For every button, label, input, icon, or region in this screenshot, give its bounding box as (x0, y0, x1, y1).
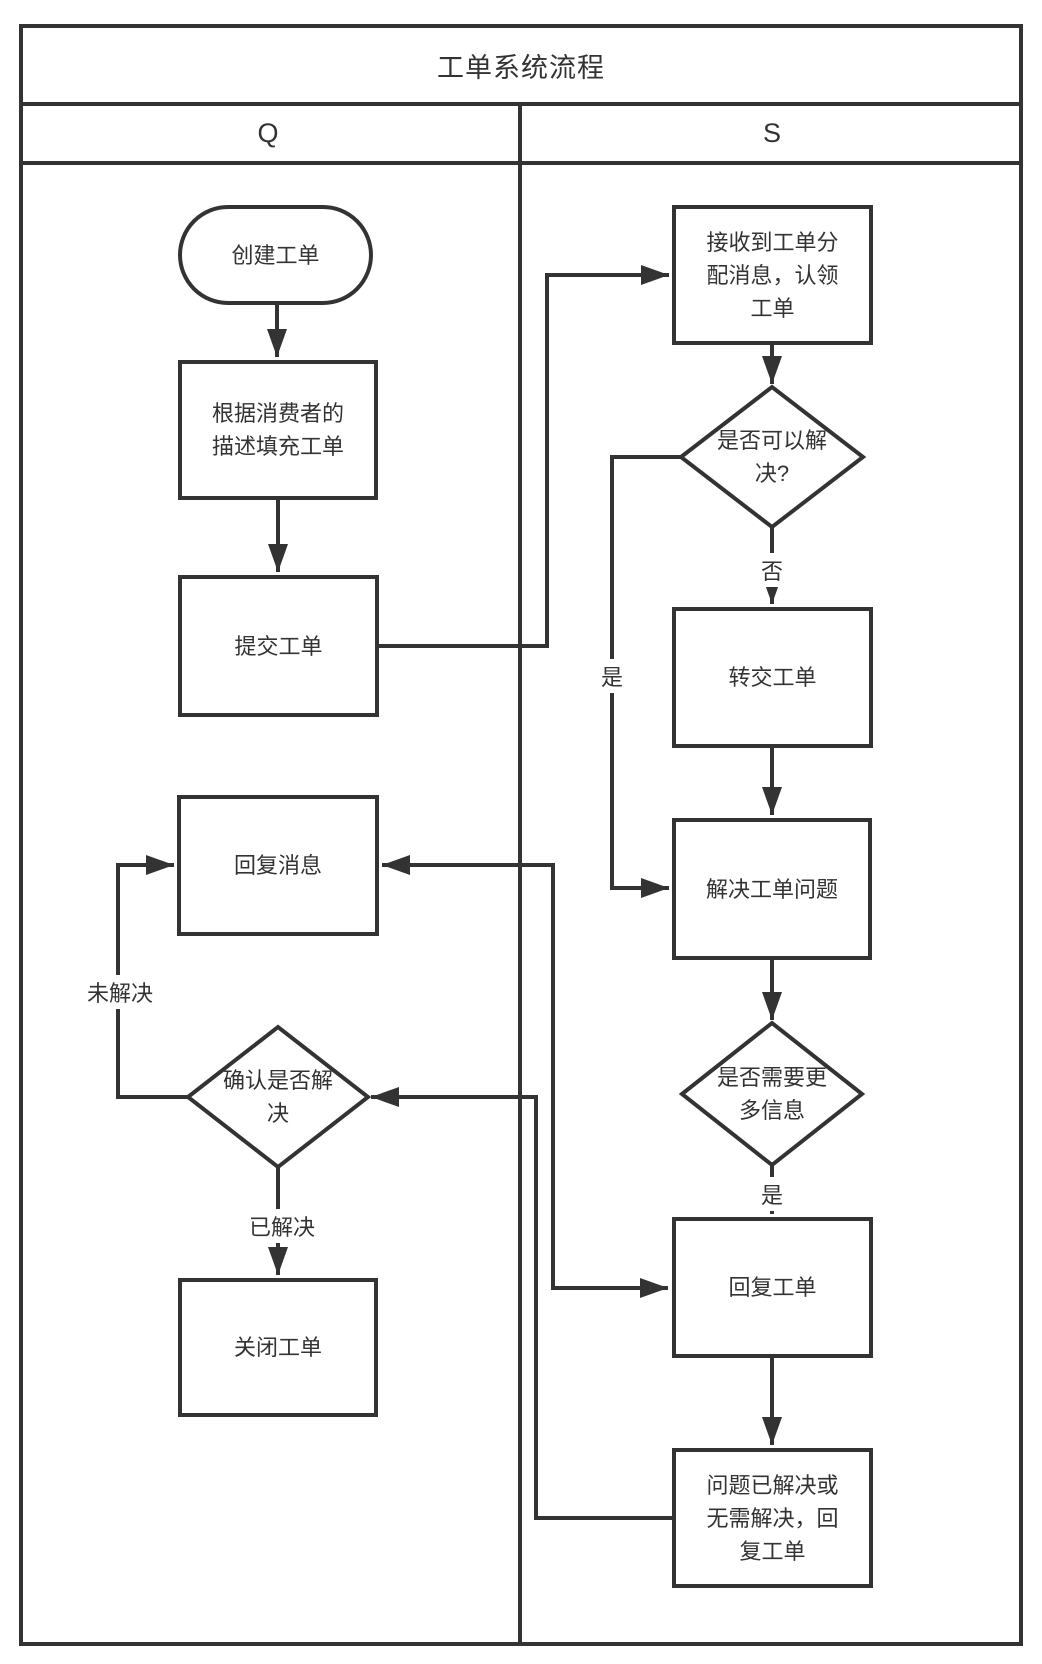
node-create-ticket-label: 创建工单 (231, 242, 320, 268)
edge-resolved-reply-to-confirm (371, 1087, 672, 1520)
node-receive-ticket: 接收到工单分 配消息，认领 工单 (672, 205, 873, 345)
edge-label-unresolved: 未解决 (83, 975, 157, 1009)
node-can-resolve-line1: 是否可以解 (716, 428, 828, 453)
node-confirm-resolved: 确认是否解 决 (223, 1064, 333, 1130)
node-reply-message: 回复消息 (177, 795, 379, 936)
edge-label-no: 否 (757, 553, 787, 587)
node-reply-ticket-label: 回复工单 (728, 1275, 817, 1300)
edge-reply-message-reply-ticket-link (382, 855, 668, 1298)
node-close-ticket-label: 关闭工单 (233, 1335, 322, 1360)
decision-need-info-shape (678, 1020, 866, 1168)
node-create-ticket: 创建工单 (178, 205, 373, 305)
node-fill-ticket-line2: 描述填充工单 (211, 434, 344, 459)
node-receive-ticket-line3: 工单 (750, 295, 795, 321)
edge-submit-to-receive (379, 265, 669, 648)
node-fill-ticket-line1: 根据消费者的 (211, 401, 344, 426)
node-resolved-reply-line3: 复工单 (739, 1538, 806, 1564)
node-can-resolve-line2: 决? (754, 461, 790, 486)
node-confirm-resolved-line2: 决 (266, 1101, 290, 1126)
node-confirm-resolved-line1: 确认是否解 (222, 1068, 334, 1093)
node-can-resolve: 是否可以解 决? (717, 424, 827, 490)
node-submit-ticket-label: 提交工单 (234, 633, 323, 659)
node-need-info: 是否需要更 多信息 (717, 1061, 827, 1127)
edge-label-yes-need-info: 是 (757, 1177, 787, 1211)
node-resolved-reply-line2: 无需解决，回 (706, 1505, 839, 1531)
lane-divider-line (518, 102, 522, 1646)
node-resolved-reply: 问题已解决或 无需解决，回 复工单 (672, 1448, 873, 1588)
node-receive-ticket-line2: 配消息，认领 (706, 262, 839, 288)
lane-header-q: Q (257, 118, 280, 148)
edge-label-resolved: 已解决 (245, 1209, 319, 1243)
lane-header-s: S (762, 118, 782, 148)
node-reply-message-label: 回复消息 (233, 853, 322, 878)
decision-can-resolve-shape (677, 384, 867, 530)
edge-label-yes-can-resolve: 是 (597, 659, 627, 693)
node-need-info-line2: 多信息 (738, 1098, 806, 1123)
node-transfer-ticket-label: 转交工单 (728, 665, 817, 690)
node-reply-ticket: 回复工单 (672, 1217, 873, 1358)
node-resolve-issue-label: 解决工单问题 (705, 876, 838, 902)
node-resolved-reply-line1: 问题已解决或 (706, 1472, 839, 1498)
node-resolve-issue: 解决工单问题 (672, 818, 872, 960)
diagram-title: 工单系统流程 (437, 52, 605, 83)
node-receive-ticket-line1: 接收到工单分 (706, 229, 839, 255)
node-close-ticket: 关闭工单 (178, 1278, 378, 1417)
decision-confirm-resolved-shape (184, 1024, 372, 1170)
node-fill-ticket: 根据消费者的 描述填充工单 (178, 360, 378, 500)
node-need-info-line1: 是否需要更 (716, 1065, 828, 1090)
node-transfer-ticket: 转交工单 (672, 607, 873, 748)
node-submit-ticket: 提交工单 (178, 575, 379, 717)
